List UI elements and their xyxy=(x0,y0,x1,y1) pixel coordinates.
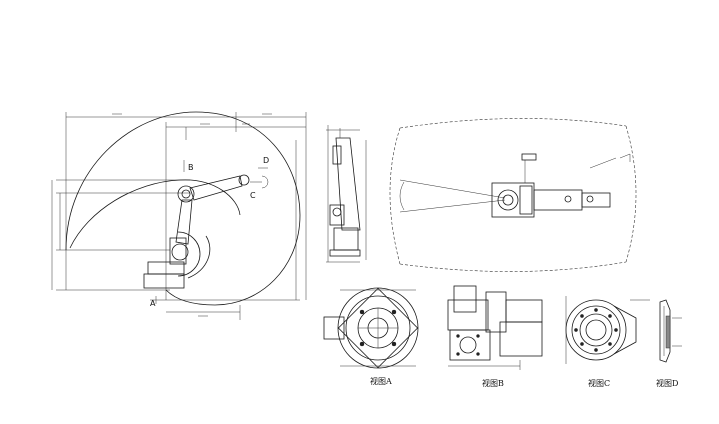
main-side-view: B D A C xyxy=(51,111,307,320)
front-view xyxy=(326,125,367,263)
view-a: 视图A xyxy=(323,287,419,386)
marker-c-label: C xyxy=(250,191,256,200)
view-c: 视图C xyxy=(565,296,650,388)
top-view xyxy=(389,118,637,272)
marker-b-label: B xyxy=(188,163,194,172)
view-b-caption: 视图B xyxy=(482,378,504,388)
view-d-caption: 视图D xyxy=(656,378,678,388)
view-c-caption: 视图C xyxy=(588,378,610,388)
view-b: 视图B xyxy=(447,285,543,388)
view-d: 视图D xyxy=(656,299,682,388)
marker-d-label: D xyxy=(263,156,269,165)
view-a-caption: 视图A xyxy=(370,376,392,386)
view-c-bolt-holes xyxy=(574,308,618,352)
marker-a-label: A xyxy=(150,299,156,308)
